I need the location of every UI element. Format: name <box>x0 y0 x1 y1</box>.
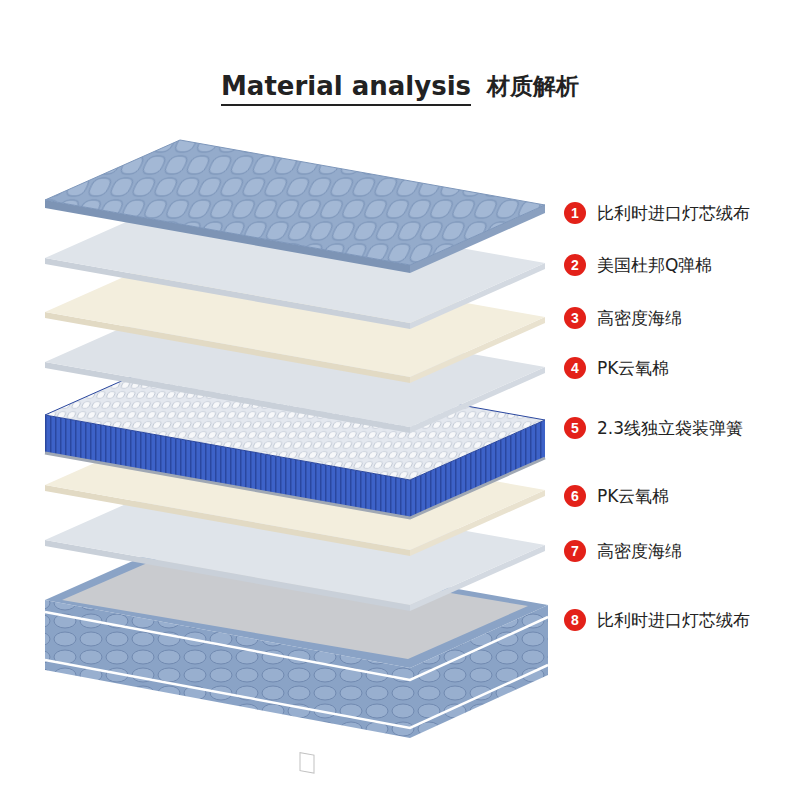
title: Material analysis <box>221 70 471 106</box>
part-name: PK云氧棉 <box>597 357 669 379</box>
layer-top <box>45 140 545 265</box>
callout-number: 1 <box>564 202 586 224</box>
spring-edge <box>45 453 545 518</box>
callout-number: 6 <box>564 485 586 507</box>
part-name: 比利时进口灯芯绒布 <box>597 202 750 224</box>
callout-number: 3 <box>564 307 586 329</box>
piping <box>45 660 548 728</box>
part-name: 高密度海绵 <box>597 307 682 329</box>
callout-number: 8 <box>564 609 586 631</box>
part-name: PK云氧棉 <box>597 485 669 507</box>
part-name: 比利时进口灯芯绒布 <box>597 609 750 631</box>
part-name: 高密度海绵 <box>597 540 682 562</box>
callout-number: 2 <box>564 254 586 276</box>
tag <box>300 753 314 774</box>
part-name: 美国杜邦Q弹棉 <box>597 254 712 276</box>
quilted-layer <box>45 140 545 273</box>
subtitle: 材质解析 <box>487 70 579 102</box>
callout-number: 5 <box>564 417 586 439</box>
callout-number: 4 <box>564 357 586 379</box>
piping <box>45 612 548 680</box>
callout-number: 7 <box>564 540 586 562</box>
part-name: 2.3线独立袋装弹簧 <box>597 417 743 439</box>
